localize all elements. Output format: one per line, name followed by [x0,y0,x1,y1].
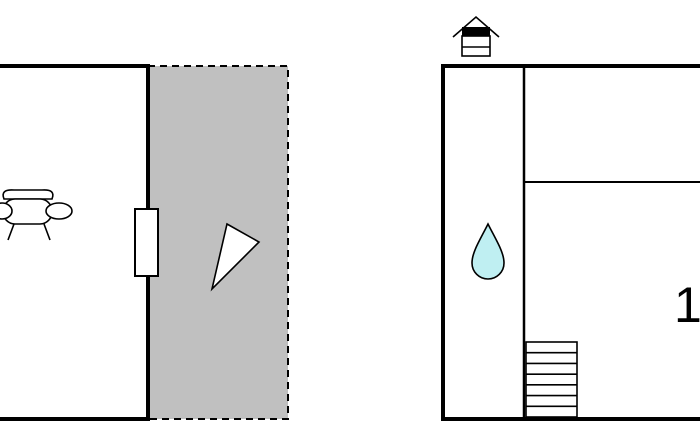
terrace [147,65,289,420]
room-number: 1 [674,277,700,333]
sun-direction-icon [210,222,261,292]
door-icon [134,208,159,277]
right-building: 1 [441,15,700,421]
left-building [0,64,289,421]
sofa-icon [0,189,73,241]
entrance-house-icon [452,15,500,57]
living-room [0,64,150,421]
water-drop-icon [471,222,505,280]
stairs-icon [525,341,578,418]
